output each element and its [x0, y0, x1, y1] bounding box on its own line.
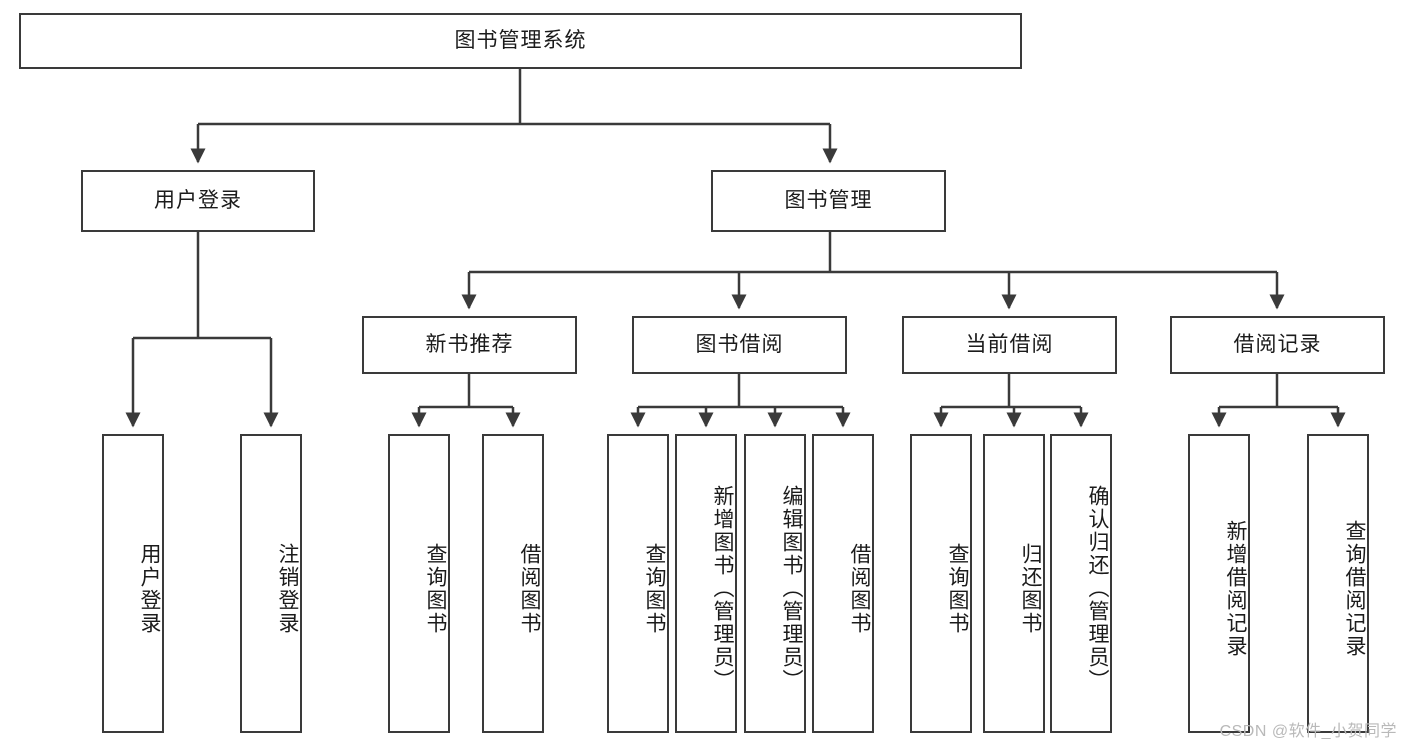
node-new-book-recommend[interactable]: 新书推荐: [362, 316, 577, 374]
leaf-confirm-return-admin-label: 确认归还（管理员）: [1086, 485, 1109, 692]
node-root-label: 图书管理系统: [454, 29, 587, 53]
leaf-query-book-newbook[interactable]: 查询图书: [388, 434, 450, 733]
node-user-login[interactable]: 用户登录: [81, 170, 315, 232]
leaf-confirm-return-admin[interactable]: 确认归还（管理员）: [1050, 434, 1112, 733]
leaf-return-book-label: 归还图书: [1019, 542, 1042, 635]
node-current-borrow[interactable]: 当前借阅: [902, 316, 1117, 374]
leaf-logout-label: 注销登录: [276, 542, 299, 635]
leaf-query-book-newbook-label: 查询图书: [424, 542, 447, 635]
leaf-add-book-admin-label: 新增图书（管理员）: [711, 485, 734, 692]
node-new-book-recommend-label: 新书推荐: [425, 333, 514, 357]
leaf-borrow-book-label: 借阅图书: [848, 542, 871, 635]
leaf-borrow-book[interactable]: 借阅图书: [812, 434, 874, 733]
node-root[interactable]: 图书管理系统: [19, 13, 1022, 69]
node-user-login-label: 用户登录: [154, 189, 242, 213]
node-borrow-records-label: 借阅记录: [1233, 333, 1322, 357]
leaf-borrow-book-newbook-label: 借阅图书: [518, 542, 541, 635]
leaf-query-borrow-record-label: 查询借阅记录: [1343, 519, 1366, 658]
leaf-return-book[interactable]: 归还图书: [983, 434, 1045, 733]
node-borrow-records[interactable]: 借阅记录: [1170, 316, 1385, 374]
leaf-user-login-label: 用户登录: [138, 542, 161, 635]
leaf-user-login[interactable]: 用户登录: [102, 434, 164, 733]
csdn-watermark: CSDN @软件_小贺同学: [1219, 723, 1397, 740]
leaf-query-book-borrow[interactable]: 查询图书: [607, 434, 669, 733]
leaf-logout[interactable]: 注销登录: [240, 434, 302, 733]
node-book-borrow[interactable]: 图书借阅: [632, 316, 847, 374]
leaf-query-book-current-label: 查询图书: [946, 542, 969, 635]
leaf-query-book-borrow-label: 查询图书: [643, 542, 666, 635]
node-book-management-label: 图书管理: [784, 189, 873, 213]
leaf-add-book-admin[interactable]: 新增图书（管理员）: [675, 434, 737, 733]
leaf-edit-book-admin-label: 编辑图书（管理员）: [780, 485, 803, 692]
leaf-add-borrow-record-label: 新增借阅记录: [1224, 519, 1247, 658]
leaf-edit-book-admin[interactable]: 编辑图书（管理员）: [744, 434, 806, 733]
leaf-borrow-book-newbook[interactable]: 借阅图书: [482, 434, 544, 733]
leaf-query-borrow-record[interactable]: 查询借阅记录: [1307, 434, 1369, 733]
leaf-query-book-current[interactable]: 查询图书: [910, 434, 972, 733]
node-book-borrow-label: 图书借阅: [695, 333, 784, 357]
node-book-management[interactable]: 图书管理: [711, 170, 946, 232]
node-current-borrow-label: 当前借阅: [965, 333, 1054, 357]
leaf-add-borrow-record[interactable]: 新增借阅记录: [1188, 434, 1250, 733]
